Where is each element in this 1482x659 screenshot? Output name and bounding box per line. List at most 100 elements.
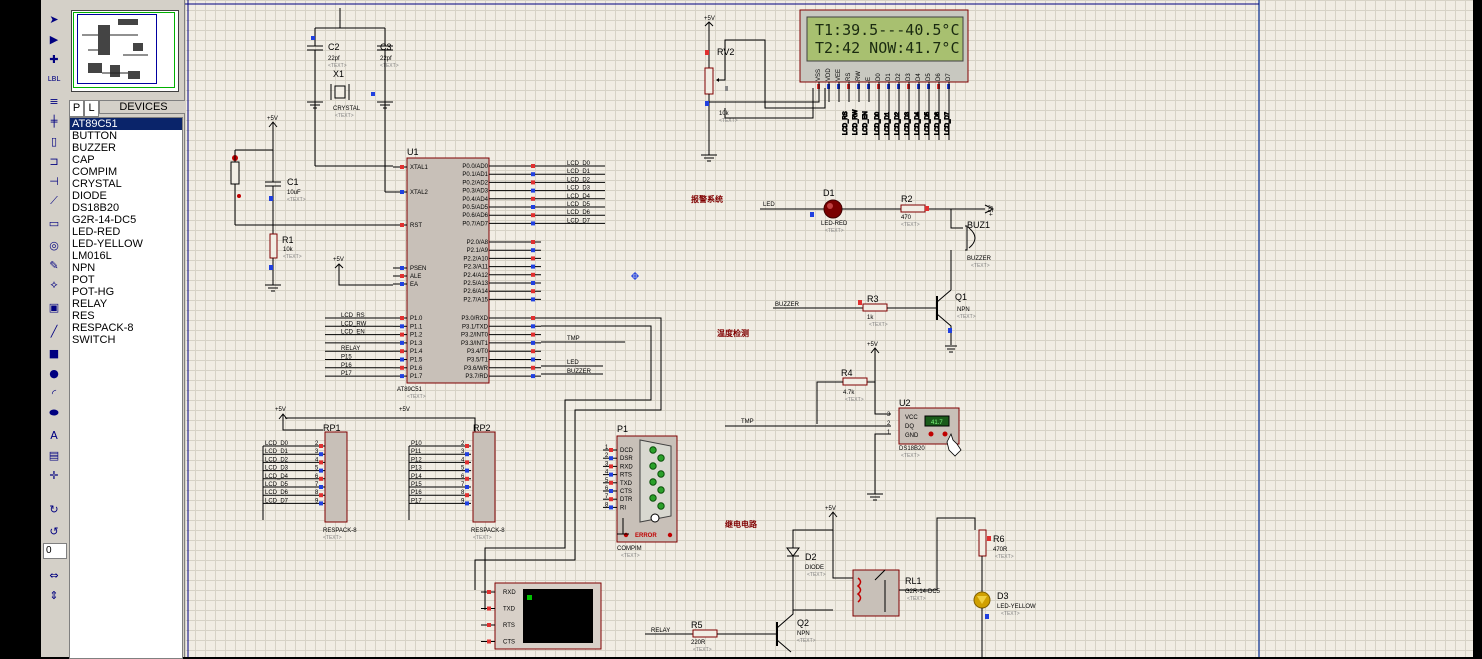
svg-text:10k: 10k	[283, 247, 294, 253]
device-list-item[interactable]: POT	[72, 274, 95, 286]
device-list-item[interactable]: DS18B20	[72, 202, 120, 214]
symbol-icon[interactable]: ▤	[48, 448, 60, 462]
svg-text:<TEXT>: <TEXT>	[287, 197, 306, 203]
device-list-item[interactable]: BUTTON	[72, 130, 118, 142]
svg-text:P2.1/A9: P2.1/A9	[467, 248, 489, 254]
svg-text:4: 4	[315, 457, 319, 463]
line-icon[interactable]: ╱	[50, 324, 58, 338]
device-list-item[interactable]: CRYSTAL	[72, 178, 122, 190]
flip-horizontal-icon[interactable]: ⇔	[49, 568, 59, 582]
device-list-item[interactable]: NPN	[72, 262, 96, 274]
bus-icon[interactable]: ╪	[50, 114, 58, 128]
flip-vertical-icon[interactable]: ⇕	[49, 588, 59, 602]
marker-icon[interactable]: ✛	[49, 468, 59, 482]
svg-text:<TEXT>: <TEXT>	[869, 322, 888, 328]
device-list-item[interactable]: COMPIM	[72, 166, 118, 178]
svg-text:LCD_EN: LCD_EN	[341, 330, 365, 336]
svg-text:P3.7/RD: P3.7/RD	[465, 374, 488, 380]
subcircuit-icon[interactable]: ▯	[50, 134, 58, 148]
svg-text:P0.2/AD2: P0.2/AD2	[462, 180, 488, 186]
library-manager-button[interactable]: L	[84, 100, 99, 117]
path-icon[interactable]: ⬬	[49, 406, 59, 419]
buzzer-buz1[interactable]: BUZ1 BUZZER <TEXT>	[950, 209, 992, 290]
device-list-item[interactable]: RES	[72, 310, 95, 322]
led-d1[interactable]: LED D1 LED-RED <TEXT>	[760, 188, 848, 234]
virtual-instrument-icon[interactable]: ▣	[48, 300, 60, 314]
svg-text:P17: P17	[341, 371, 352, 377]
resistor-r2[interactable]: +5V R2 470 <TEXT>	[842, 194, 995, 228]
voltage-probe-icon[interactable]: ✎	[49, 258, 59, 272]
svg-text:Q1: Q1	[955, 292, 967, 302]
text-icon[interactable]: A	[50, 428, 58, 442]
device-list-item[interactable]: POT-HG	[72, 286, 115, 298]
device-list-item[interactable]: BUZZER	[72, 142, 116, 154]
device-list-item[interactable]: CAP	[72, 154, 95, 166]
graph-icon[interactable]: ⟋	[50, 194, 58, 207]
transistor-q1[interactable]: Q1 NPN <TEXT>	[936, 289, 976, 353]
transistor-q2[interactable]: RELAY R5 220R <TEXT> Q2 NPN <TEXT>	[645, 610, 816, 653]
svg-text:P3.3/INT1: P3.3/INT1	[461, 341, 489, 347]
arc-icon[interactable]: ◜	[51, 386, 57, 400]
device-list-item[interactable]: DIODE	[72, 190, 107, 202]
svg-text:+5V: +5V	[704, 16, 715, 22]
circle-icon[interactable]: ●	[49, 366, 59, 380]
text-script-icon[interactable]: ≡	[49, 94, 59, 108]
svg-text:+5V: +5V	[867, 342, 878, 348]
svg-text:2: 2	[461, 441, 465, 447]
lcd-pin-label: VDD	[826, 68, 832, 81]
pick-devices-button[interactable]: P	[69, 100, 84, 117]
device-list-item[interactable]: LM016L	[72, 250, 112, 262]
select-arrow-icon[interactable]: ➤	[49, 12, 59, 26]
overview-viewport-frame[interactable]	[77, 14, 157, 84]
mcu-at89c51[interactable]: U1 AT89C51 <TEXT> XTAL1XTAL2RSTPSENALEEA…	[393, 147, 541, 400]
generator-icon[interactable]: ◎	[49, 238, 59, 252]
label-icon[interactable]: LBL	[47, 75, 61, 83]
crystal-oscillator[interactable]: C2 22pf <TEXT> C3 22pf <TEXT> X1 CRYSTAL…	[307, 8, 399, 193]
svg-text:BUZZER: BUZZER	[775, 302, 800, 308]
reset-circuit[interactable]: +5V C1 10uF <TEXT> R1 10k <TEXT>	[230, 116, 393, 292]
relay-circuit[interactable]: +5V D2 DIODE <TEXT> RL1 G2R-14-DC5 <TEXT…	[786, 506, 1036, 657]
rotate-ccw-icon[interactable]: ↺	[49, 524, 59, 538]
component-icon[interactable]: ▶	[49, 32, 59, 46]
device-pin-icon[interactable]: ⊣	[49, 174, 59, 188]
overview-window[interactable]	[71, 10, 179, 92]
device-list-item[interactable]: G2R-14-DC5	[72, 214, 137, 226]
resistor-r4[interactable]: +5V R4 4.7k <TEXT>	[816, 342, 891, 424]
box-icon[interactable]: ■	[48, 346, 60, 360]
device-list-item[interactable]: LED-YELLOW	[72, 238, 143, 250]
rotate-cw-icon[interactable]: ↻	[49, 502, 59, 516]
svg-text:ERROR: ERROR	[635, 533, 657, 539]
svg-text:1k: 1k	[867, 315, 874, 321]
junction-icon[interactable]: ✚	[49, 52, 59, 66]
device-list-item[interactable]: LED-RED	[72, 226, 121, 238]
resistor-r3[interactable]: BUZZER R3 1k <TEXT>	[773, 294, 937, 328]
svg-text:RI: RI	[620, 505, 626, 511]
svg-text:LCD_D6: LCD_D6	[567, 210, 591, 216]
device-list-item[interactable]: SWITCH	[72, 334, 116, 346]
svg-text:+5V: +5V	[989, 205, 995, 216]
current-probe-icon[interactable]: ⟡	[50, 278, 58, 291]
svg-text:D1: D1	[823, 188, 835, 198]
svg-text:P0.5/AD5: P0.5/AD5	[462, 205, 488, 211]
terminal-icon[interactable]: ⊐	[49, 154, 59, 168]
device-list-item[interactable]: AT89C51	[70, 118, 182, 130]
device-list-item[interactable]: RELAY	[72, 298, 108, 310]
svg-text:P1.0: P1.0	[410, 316, 423, 322]
svg-text:<TEXT>: <TEXT>	[407, 394, 426, 400]
svg-text:<TEXT>: <TEXT>	[807, 572, 826, 578]
svg-text:8: 8	[461, 490, 465, 496]
sensor-ds18b20[interactable]: TMP U2 VCC DQ GND 3 2 1 41.7 DS18B20 <TE…	[725, 398, 962, 501]
rv2-potentiometer[interactable]: +5V RV2 10k <TEXT>	[701, 16, 826, 162]
rotation-angle-input[interactable]: 0	[43, 543, 67, 559]
tape-icon[interactable]: ▭	[48, 216, 60, 230]
rv2-ref: RV2	[717, 47, 734, 57]
device-list-item[interactable]: RESPACK-8	[72, 322, 134, 334]
svg-text:P13: P13	[411, 466, 422, 472]
